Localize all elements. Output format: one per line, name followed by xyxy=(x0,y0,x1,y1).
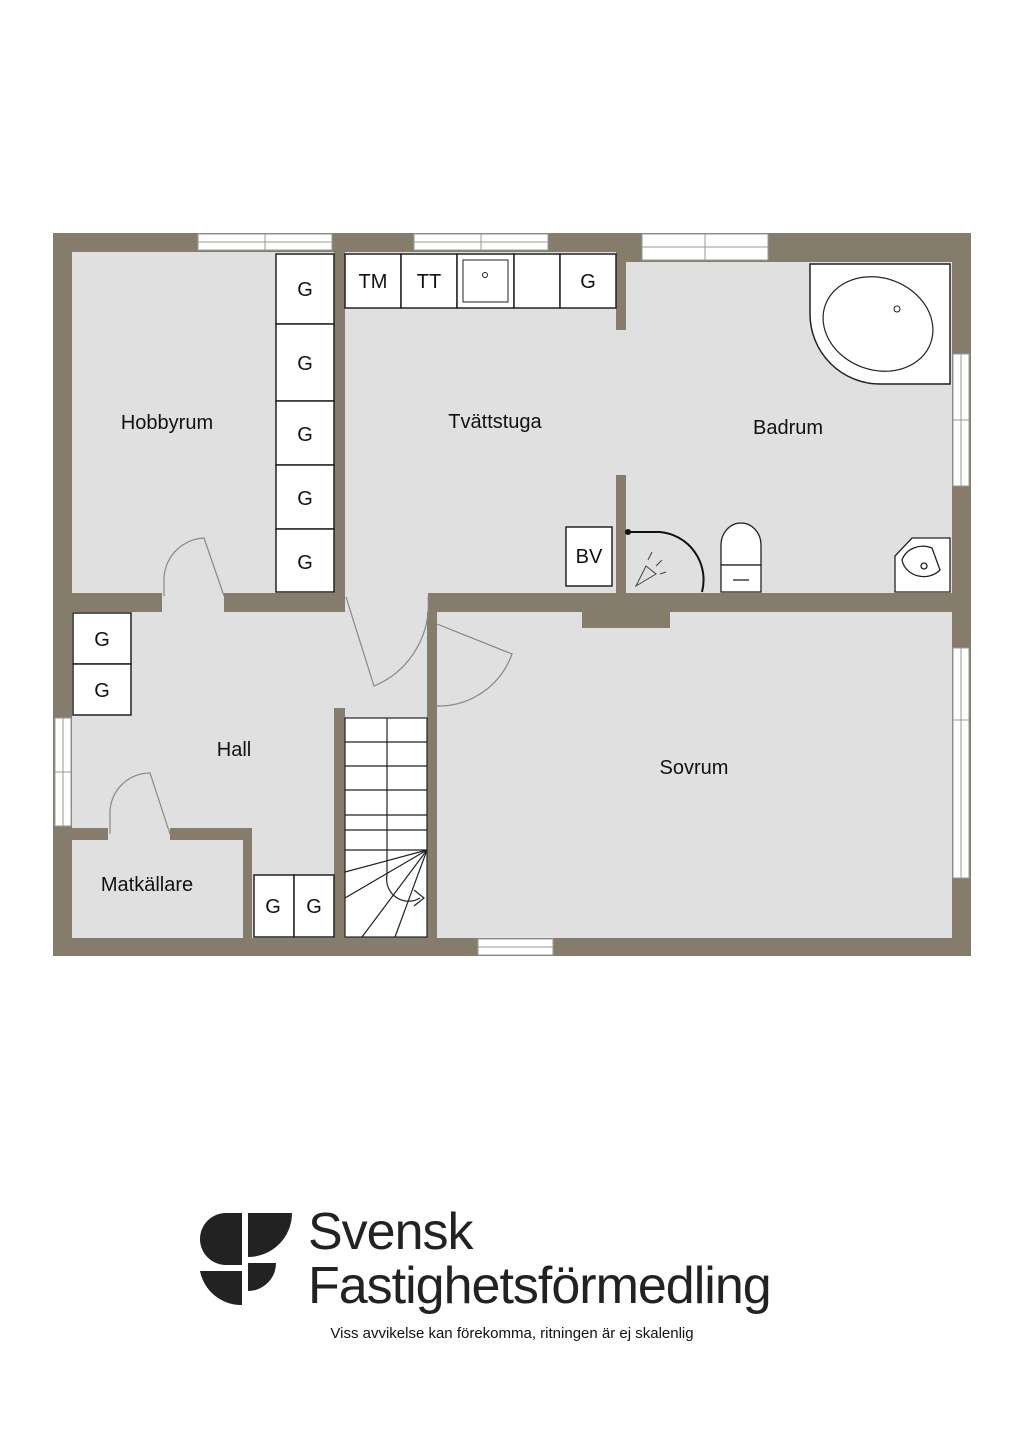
wardrobe-label: G xyxy=(297,552,313,574)
fixture-labels: G G G G G TM TT G BV G G G G xyxy=(94,271,603,918)
room-matkallare xyxy=(72,840,243,938)
staircase xyxy=(344,717,428,938)
room-tvattstuga-nook xyxy=(616,330,626,475)
wall-sovrum-stair xyxy=(427,708,437,938)
wardrobe-column-hall xyxy=(72,612,335,938)
room-label-tvattstuga: Tvättstuga xyxy=(448,411,542,433)
floor-drain-icon xyxy=(634,551,667,588)
room-labels: Hobbyrum Tvättstuga Badrum Hall Sovrum M… xyxy=(101,411,823,896)
wardrobe-label: G xyxy=(94,629,110,651)
brand-logo: Svensk Fastighetsförmedling xyxy=(196,1205,836,1315)
door-hall-corridor xyxy=(345,596,429,687)
wardrobe xyxy=(293,874,335,938)
washing-machine xyxy=(344,253,402,309)
sink-drain xyxy=(482,272,488,278)
wardrobe xyxy=(275,528,335,593)
door-gap-hobbyrum xyxy=(162,593,224,612)
wardrobe-label: G xyxy=(297,488,313,510)
door-gap-hall-corridor xyxy=(345,593,428,612)
sink-basin xyxy=(462,259,509,303)
windows xyxy=(54,233,970,956)
bathtub-drain xyxy=(893,305,901,313)
room-label-hall: Hall xyxy=(217,739,251,761)
wall-bath-divider-bottom xyxy=(616,475,626,593)
wardrobe-label: G xyxy=(94,680,110,702)
wardrobe-column-hobbyrum xyxy=(275,253,335,593)
door-sovrum xyxy=(436,623,513,707)
wall-hall-stair xyxy=(334,708,345,938)
tumble-dryer xyxy=(400,253,458,309)
room-sovrum xyxy=(437,612,952,938)
corner-sink xyxy=(894,537,951,593)
wardrobe xyxy=(559,253,617,309)
door-hobbyrum xyxy=(163,537,225,597)
wardrobe-label: G xyxy=(306,896,322,918)
toilet xyxy=(720,522,762,593)
door-badrum-hinge xyxy=(625,529,631,535)
wardrobe xyxy=(275,253,335,325)
door-badrum xyxy=(628,531,705,593)
bathtub-basin xyxy=(822,276,934,372)
door-matkallare xyxy=(109,772,171,835)
wardrobe-label: G xyxy=(580,271,596,293)
doors xyxy=(109,537,513,835)
room-label-sovrum: Sovrum xyxy=(660,757,729,779)
counter xyxy=(513,253,561,309)
wardrobe xyxy=(275,323,335,402)
room-label-badrum: Badrum xyxy=(753,417,823,439)
wall-matkallare-side xyxy=(243,828,252,938)
wardrobe xyxy=(72,612,132,665)
wardrobe-label: G xyxy=(297,279,313,301)
wall-sovrum-pillar xyxy=(582,610,670,628)
brand-name-line2: Fastighetsförmedling xyxy=(308,1257,772,1315)
boiler-label: BV xyxy=(576,546,603,568)
room-label-hobbyrum: Hobbyrum xyxy=(121,412,213,434)
washing-machine-label: TM xyxy=(359,271,388,293)
wardrobe-label: G xyxy=(297,424,313,446)
wardrobe xyxy=(275,464,335,530)
door-gap-matkallare xyxy=(108,828,170,840)
tumble-dryer-label: TT xyxy=(417,271,441,293)
wardrobe-label: G xyxy=(297,353,313,375)
brand-mark-icon xyxy=(200,1213,292,1306)
room-label-matkallare: Matkällare xyxy=(101,874,193,896)
wardrobe xyxy=(72,663,132,716)
wardrobe-label: G xyxy=(265,896,281,918)
disclaimer: Viss avvikelse kan förekomma, ritningen … xyxy=(330,1325,694,1342)
wardrobe xyxy=(275,400,335,466)
brand-name-line1: Svensk xyxy=(308,1203,474,1261)
floor-plan: G G G G G TM TT G BV G G G G Hobbyrum Tv… xyxy=(53,233,971,956)
boiler xyxy=(565,526,613,587)
wall-bath-divider-top xyxy=(616,252,626,330)
